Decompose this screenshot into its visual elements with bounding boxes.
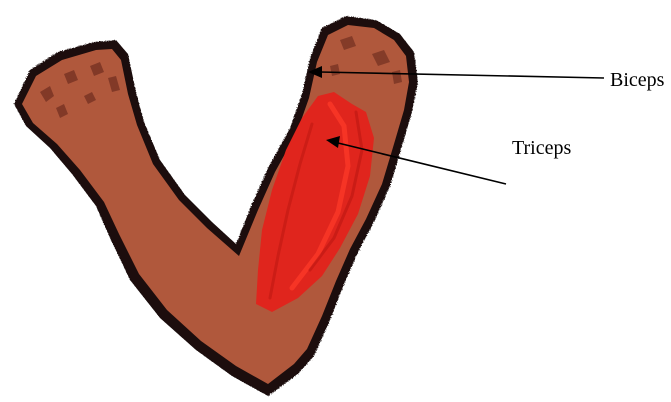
triceps-label: Triceps	[512, 137, 571, 159]
biceps-label: Biceps	[610, 69, 665, 91]
upper-arm-muscle	[256, 92, 374, 312]
